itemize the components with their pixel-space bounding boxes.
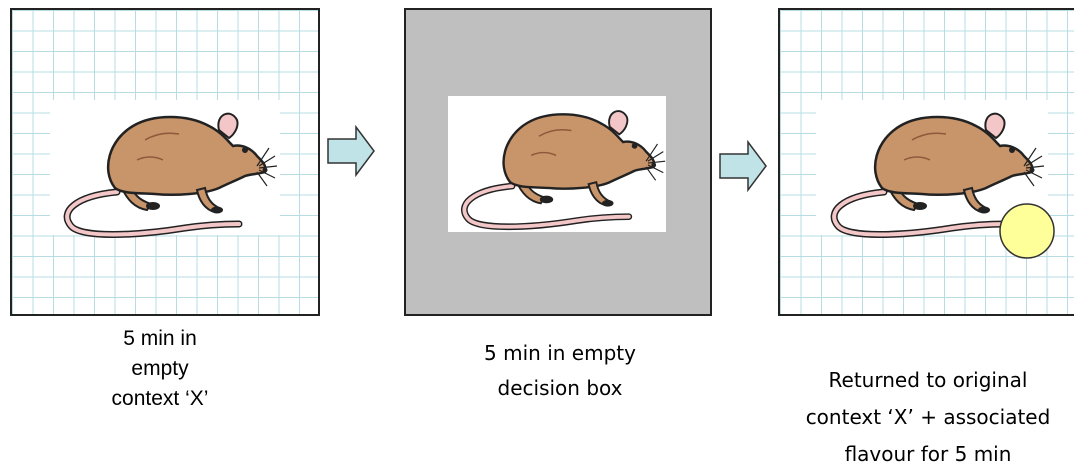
context-x-panel: [10, 8, 320, 316]
context-x-flavour-panel: [778, 8, 1074, 316]
grid-context-illustration: [12, 10, 318, 314]
grid-context-illustration: [780, 10, 1074, 314]
caption-line: context ‘X’ + associated: [805, 405, 1051, 429]
caption-line: Returned to original: [828, 368, 1028, 392]
decision-box-panel: [404, 8, 712, 316]
step-3-caption: Returned to original context ‘X’ + assoc…: [788, 362, 1068, 473]
caption-line: decision box: [497, 376, 623, 400]
decision-box-illustration: [448, 96, 666, 232]
caption-line: context ‘X’: [111, 387, 209, 410]
caption-line: 5 min in empty: [484, 341, 636, 365]
flavour-circle-icon: [999, 203, 1055, 259]
right-arrow-icon: [327, 125, 375, 177]
caption-line: flavour for 5 min: [844, 442, 1012, 466]
step-2-caption: 5 min in empty decision box: [440, 336, 680, 406]
right-arrow-icon: [719, 140, 767, 192]
step-1-caption: 5 min in empty context ‘X’: [60, 324, 260, 414]
caption-line: 5 min in: [123, 327, 197, 350]
caption-line: empty: [131, 357, 189, 380]
